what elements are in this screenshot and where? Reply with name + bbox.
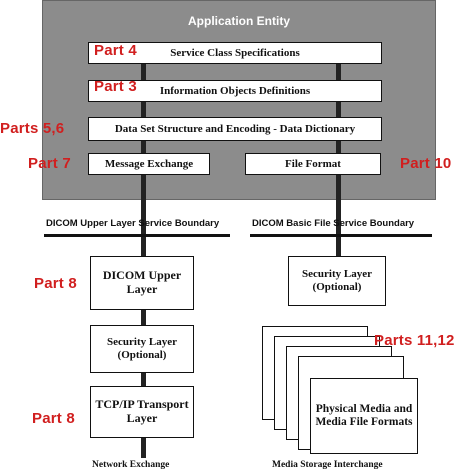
upper-layer-boundary-bar xyxy=(44,234,230,237)
parts-11-12-label: Parts 11,12 xyxy=(374,332,455,349)
tcp-ip-box: TCP/IP Transport Layer xyxy=(90,386,194,438)
info-objects-box: Information Objects Definitions xyxy=(88,80,382,102)
part-8-lower-label: Part 8 xyxy=(32,410,75,427)
media-storage-label: Media Storage Interchange xyxy=(272,460,383,470)
security-layer-right-box: Security Layer (Optional) xyxy=(288,256,386,306)
file-format-box: File Format xyxy=(245,153,381,175)
security-layer-left-box: Security Layer (Optional) xyxy=(90,325,194,373)
part-10-label: Part 10 xyxy=(400,155,452,172)
basic-file-boundary-bar xyxy=(250,234,432,237)
part-7-label: Part 7 xyxy=(28,155,71,172)
physical-media-box: Physical Media and Media File Formats xyxy=(310,378,418,454)
part-3-label: Part 3 xyxy=(94,78,137,95)
service-class-box: Service Class Specifications xyxy=(88,42,382,64)
application-entity-title: Application Entity xyxy=(188,14,290,28)
parts-5-6-label: Parts 5,6 xyxy=(0,120,65,137)
dicom-upper-layer-box: DICOM Upper Layer xyxy=(90,256,194,310)
part-4-label: Part 4 xyxy=(94,42,137,59)
upper-layer-boundary-label: DICOM Upper Layer Service Boundary xyxy=(46,218,220,229)
part-8-upper-label: Part 8 xyxy=(34,275,77,292)
basic-file-boundary-label: DICOM Basic File Service Boundary xyxy=(252,218,415,229)
network-exchange-label: Network Exchange xyxy=(92,460,170,470)
message-exchange-box: Message Exchange xyxy=(88,153,210,175)
data-set-box: Data Set Structure and Encoding - Data D… xyxy=(88,117,382,141)
